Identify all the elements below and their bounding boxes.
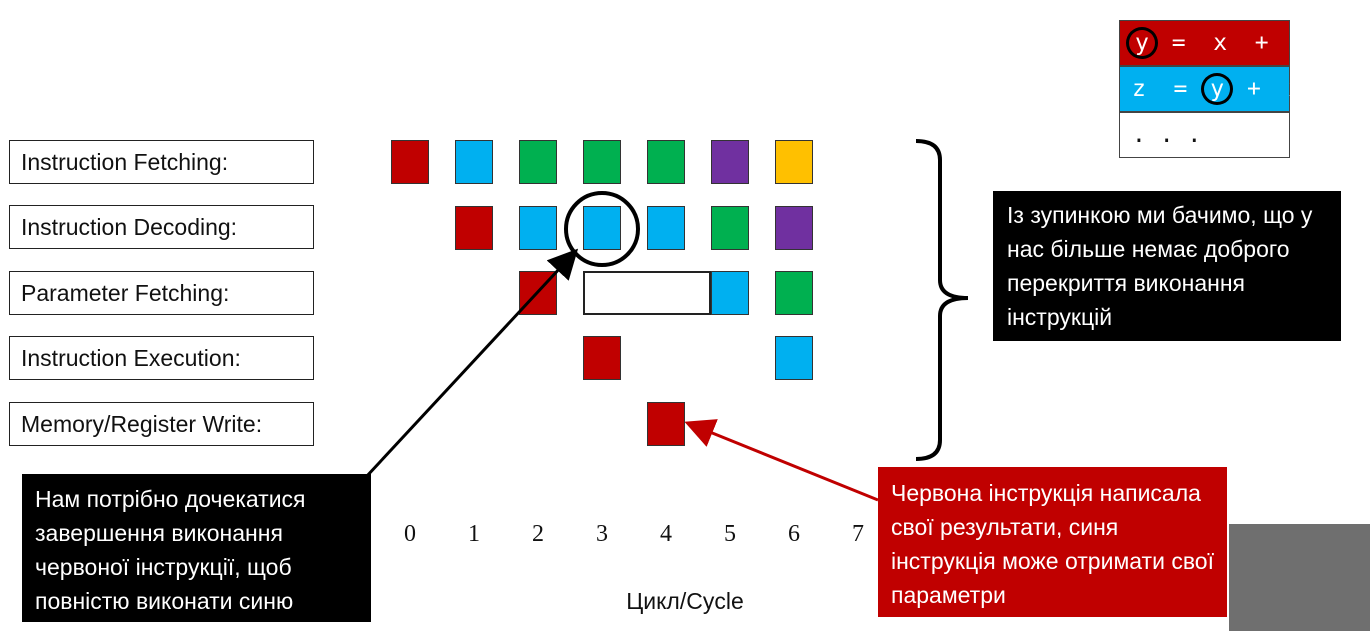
code-ellipsis: . . . [1132,122,1202,148]
cycle-number: 2 [532,521,544,547]
stage-label-instruction-execution: Instruction Execution: [9,336,314,380]
green-instruction-cell [775,271,813,315]
stage-label-parameter-fetching: Parameter Fetching: [9,271,314,315]
yellow-instruction-cell [775,140,813,184]
stage-label-text: Parameter Fetching: [21,279,230,306]
blue-instruction-cell [711,271,749,315]
purple-instruction-cell [711,140,749,184]
cycle-number: 4 [660,521,672,547]
blue-instruction-cell [583,206,621,250]
blue-instruction-cell [455,140,493,184]
blue-instruction-cell [647,206,685,250]
cycle-number: 7 [852,521,864,547]
cycle-number: 3 [596,521,608,547]
code-line-1: y = x + 1 [1119,20,1310,66]
code-prefix: z = [1132,76,1202,102]
stage-label-text: Memory/Register Write: [21,410,263,437]
stall-arrow [364,248,579,479]
red-instruction-cell [455,206,493,250]
stall-bubble [583,271,711,315]
stall-callout: Із зупинкою ми бачимо, що у нас більше н… [993,191,1341,341]
code-line-2: z = y + x [1119,66,1302,112]
code-var-y: y [1126,27,1158,59]
red-instruction-cell [583,336,621,380]
gray-panel [1229,524,1370,631]
cycle-number: 6 [788,521,800,547]
code-rest: + x [1233,76,1303,102]
cycle-number: 0 [404,521,416,547]
code-var-y: y [1201,73,1234,105]
cycle-number: 1 [468,521,480,547]
code-rest: = x + 1 [1157,30,1311,56]
code-line-3: . . . [1119,112,1290,158]
green-instruction-cell [583,140,621,184]
stage-label-text: Instruction Fetching: [21,148,229,175]
wait-callout: Нам потрібно дочекатися завершення викон… [22,474,371,622]
red-done-callout: Червона інструкція написала свої результ… [878,467,1227,617]
cycle-number: 5 [724,521,736,547]
wait-callout-text: Нам потрібно дочекатися завершення викон… [35,486,306,614]
x-axis-label: Цикл/Cycle [626,588,744,614]
stall-callout-text: Із зупинкою ми бачимо, що у нас більше н… [1007,202,1313,330]
red-instruction-cell [391,140,429,184]
green-instruction-cell [519,140,557,184]
stage-label-memory-register-write: Memory/Register Write: [9,402,314,446]
stall-highlight-circle [564,191,640,267]
stage-label-text: Instruction Execution: [21,344,241,371]
blue-instruction-cell [775,336,813,380]
write-arrow [684,419,879,502]
stage-brace [915,139,969,461]
red-done-callout-text: Червона інструкція написала свої результ… [891,480,1214,608]
stage-label-text: Instruction Decoding: [21,213,238,240]
green-instruction-cell [647,140,685,184]
stage-label-instruction-fetching: Instruction Fetching: [9,140,314,184]
stage-label-instruction-decoding: Instruction Decoding: [9,205,314,249]
blue-instruction-cell [519,206,557,250]
purple-instruction-cell [775,206,813,250]
green-instruction-cell [711,206,749,250]
